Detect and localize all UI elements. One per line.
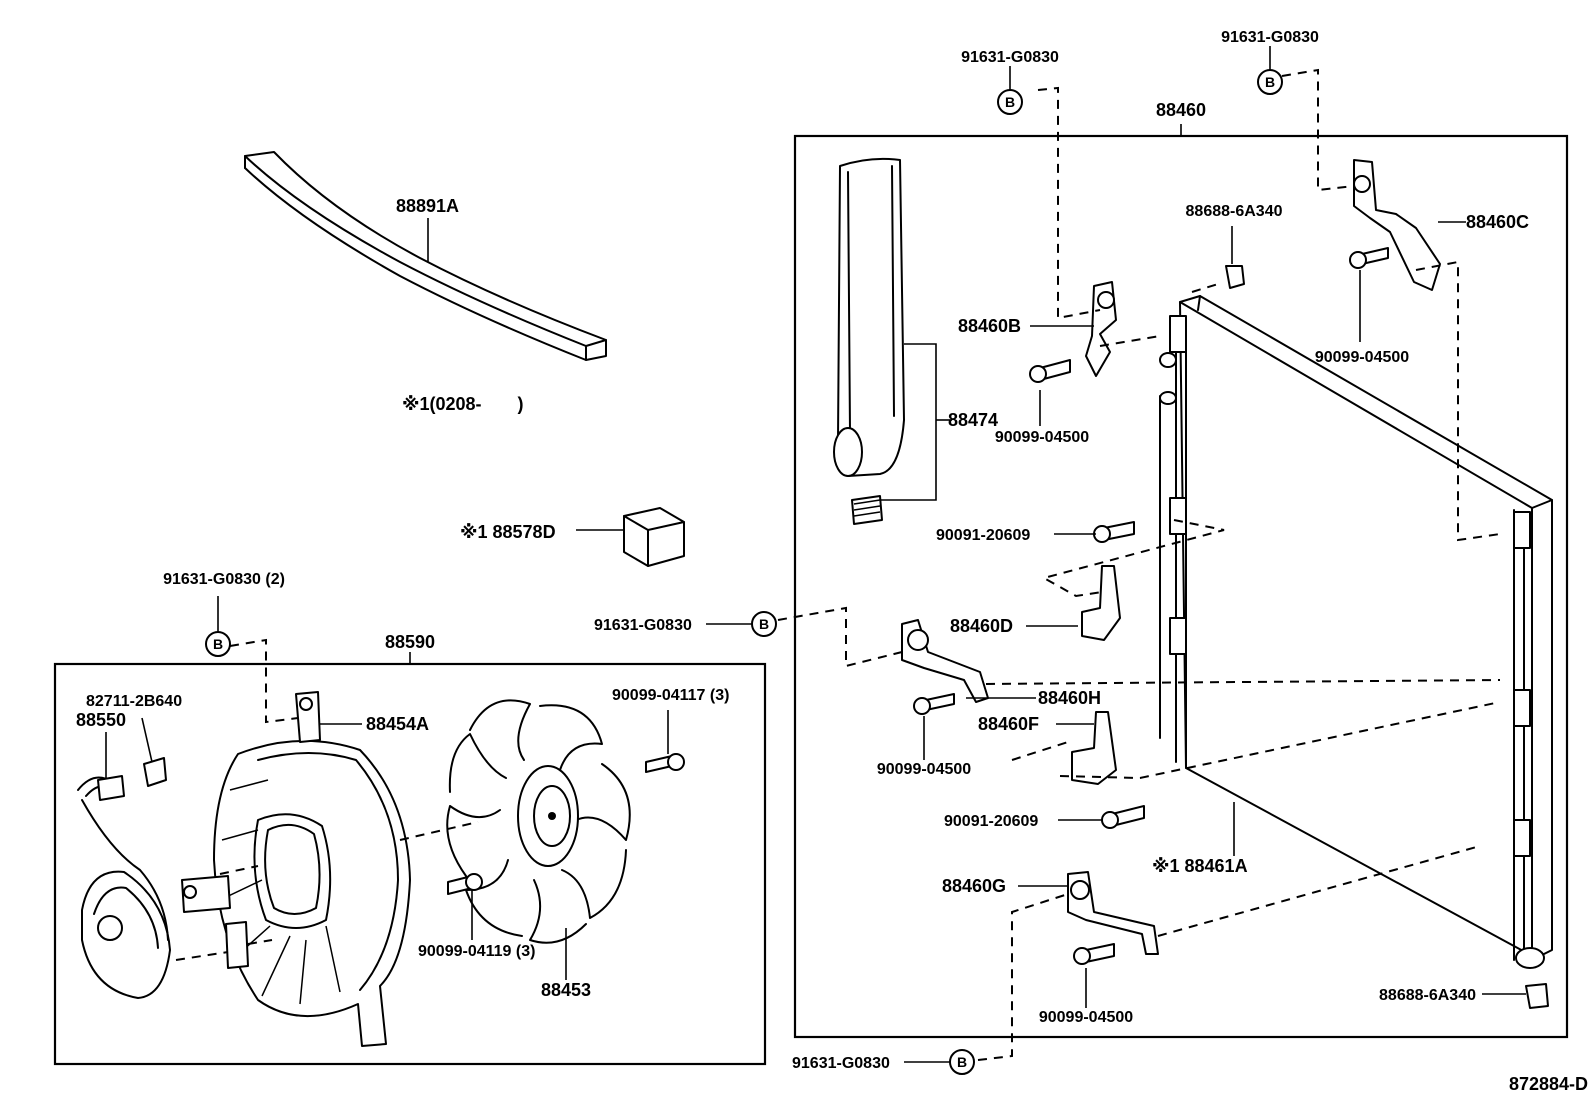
label-90091-20609-a: 90091-20609 [936, 527, 1030, 544]
svg-text:B: B [1265, 74, 1275, 90]
b-marker: B [1257, 69, 1283, 95]
bracket-88460c [1353, 159, 1441, 291]
label-88688-bottom: 88688-6A340 [1379, 987, 1476, 1004]
label-88891a: 88891A [396, 196, 459, 216]
svg-text:B: B [759, 616, 769, 632]
condenser-core [1159, 295, 1553, 969]
diagram-code: 872884-D [1509, 1074, 1588, 1094]
b-marker: B [205, 631, 231, 657]
bracket-88460h [901, 619, 989, 703]
label-note: ※1(0208- ) [402, 394, 524, 414]
block-88578d [623, 507, 685, 567]
fan-shroud-88454a [181, 691, 411, 1047]
label-88578d: ※1 88578D [460, 522, 556, 542]
bolt-icon [1101, 805, 1145, 829]
label-88550: 88550 [76, 710, 126, 730]
bolt-icon [913, 693, 955, 715]
bolt-icon [645, 753, 685, 773]
label-91631-top-right: 91631-G0830 [1221, 29, 1319, 46]
bolt-icon [447, 873, 483, 895]
label-82711-2b640: 82711-2B640 [86, 693, 182, 710]
label-88460h: 88460H [1038, 688, 1101, 708]
label-88460f: 88460F [978, 714, 1039, 734]
label-88460c: 88460C [1466, 212, 1529, 232]
clip-82711-2b640 [143, 757, 167, 787]
bracket-88460b [1085, 281, 1117, 377]
bolt-icon [1029, 359, 1071, 383]
label-91631-top-left: 91631-G0830 [961, 49, 1059, 66]
label-90099-04119: 90099-04119 (3) [418, 943, 535, 960]
b-marker: B [997, 89, 1023, 115]
label-88453: 88453 [541, 980, 591, 1000]
label-88474: 88474 [948, 410, 998, 430]
label-91631-fan: 91631-G0830 (2) [163, 571, 285, 588]
bracket-88460d [1081, 565, 1121, 641]
receiver-dryer-88474 [833, 157, 905, 525]
condenser-assembly-box [793, 134, 1569, 1039]
bolt-icon [1349, 247, 1389, 269]
label-88460g: 88460G [942, 876, 1006, 896]
label-88460: 88460 [1156, 100, 1206, 120]
bolt-icon [1093, 521, 1135, 543]
seal-strip-88891a [244, 151, 607, 361]
fan-motor-88550 [77, 775, 171, 999]
label-91631-bottom: 91631-G0830 [792, 1055, 890, 1072]
b-marker: B [751, 611, 777, 637]
b-marker: B [949, 1049, 975, 1075]
bracket-88460f [1071, 711, 1117, 785]
cushion-bottom [1525, 983, 1549, 1009]
cushion-top [1225, 265, 1245, 289]
label-88688-top: 88688-6A340 [1186, 203, 1283, 220]
label-90099-04500-d: 90099-04500 [1039, 1009, 1133, 1026]
cooling-fan-88453 [446, 699, 631, 944]
svg-text:B: B [1005, 94, 1015, 110]
label-88454a: 88454A [366, 714, 429, 734]
svg-text:B: B [957, 1054, 967, 1070]
label-88460b: 88460B [958, 316, 1021, 336]
label-88460d: 88460D [950, 616, 1013, 636]
svg-text:B: B [213, 636, 223, 652]
label-88590: 88590 [385, 632, 435, 652]
label-90099-04500-c: 90099-04500 [877, 761, 971, 778]
bracket-88460g [1067, 871, 1159, 955]
label-90099-04500-a: 90099-04500 [1315, 349, 1409, 366]
label-90091-20609-b: 90091-20609 [944, 813, 1038, 830]
bolt-icon [1073, 943, 1115, 965]
label-91631-mid: 91631-G0830 [594, 617, 692, 634]
label-88461a: ※1 88461A [1152, 856, 1248, 876]
label-90099-04500-b: 90099-04500 [995, 429, 1089, 446]
label-90099-04117: 90099-04117 (3) [612, 687, 729, 704]
